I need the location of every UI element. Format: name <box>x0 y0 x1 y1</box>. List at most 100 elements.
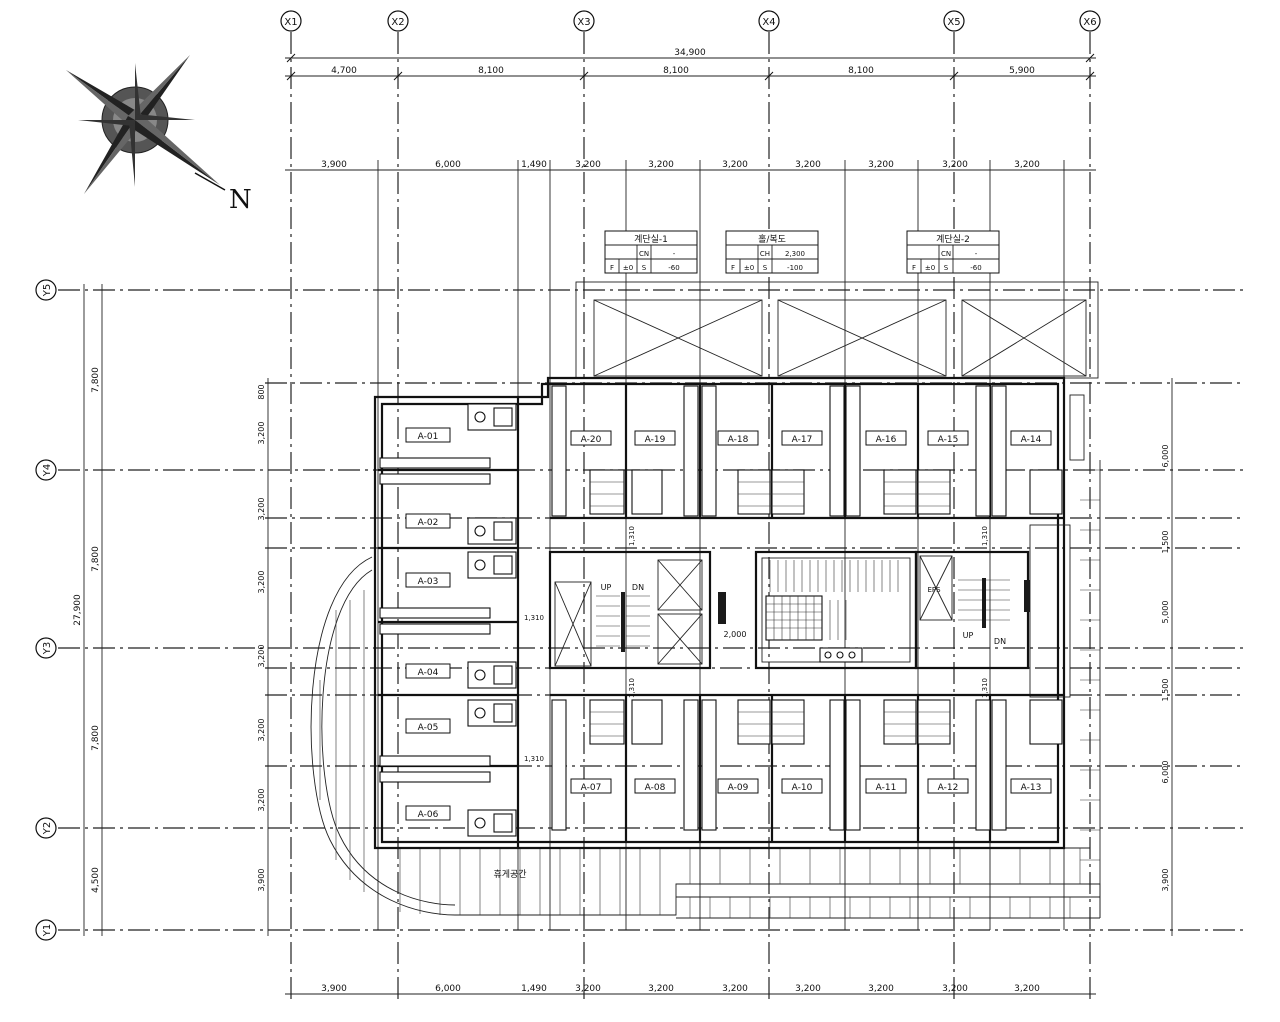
dim-left-inner: 800 <box>257 384 266 399</box>
dim-right-inner: 3,900 <box>1161 869 1170 892</box>
stair-up-label: UP <box>963 631 974 640</box>
dim-left-inner: 3,200 <box>257 571 266 594</box>
dim-left-inner: 3,200 <box>257 789 266 812</box>
dim-sub-bottom: 3,200 <box>722 984 748 994</box>
grid-bubble-x6: X6 <box>1079 10 1101 32</box>
dim-sub-bottom: 3,900 <box>321 984 347 994</box>
room-label: A-02 <box>418 518 439 528</box>
grid-lines-x <box>290 32 1091 1000</box>
terrace <box>310 460 1101 919</box>
room-label: A-15 <box>938 435 959 445</box>
svg-text:Y3: Y3 <box>42 642 53 655</box>
corridor-dim: 2,000 <box>724 630 747 639</box>
room-label: A-12 <box>938 783 959 793</box>
dim-left-inner: 3,200 <box>257 422 266 445</box>
svg-text:CN: CN <box>941 250 951 258</box>
room-label: A-07 <box>581 783 602 793</box>
dim-sub-top: 3,200 <box>942 160 968 170</box>
dim-sub-top: 3,200 <box>575 160 601 170</box>
room-label: A-10 <box>792 783 813 793</box>
dim-sub-bottom: 3,200 <box>942 984 968 994</box>
dim-overall-y: 27,900 <box>73 594 83 626</box>
schedule-box-2: 홀/복도 CH 2,300 F ±0 S -100 <box>725 230 819 274</box>
corridor-dim: 1,310 <box>628 678 636 698</box>
room-label: A-01 <box>418 432 439 442</box>
dim-sub-top: 6,000 <box>435 160 461 170</box>
dim-right-inner: 1,500 <box>1161 531 1170 554</box>
svg-text:X2: X2 <box>391 17 404 28</box>
dim-overall-x: 34,900 <box>674 48 706 58</box>
dim-sub-top: 1,490 <box>521 160 547 170</box>
schedule-box-1: 계단실-1 CN - F ±0 S -60 <box>604 230 698 274</box>
svg-text:-60: -60 <box>970 264 981 272</box>
dim-sub-bottom: 3,200 <box>575 984 601 994</box>
room-label: A-03 <box>418 577 439 587</box>
dim-left-inner: 3,900 <box>257 869 266 892</box>
room-label: A-17 <box>792 435 813 445</box>
dim-bay-y: 7,800 <box>91 546 101 572</box>
room-labels-left: A-01 A-02 A-03 A-04 A-05 A-06 <box>405 427 451 821</box>
terrace-label: 휴게공간 <box>493 869 526 880</box>
dim-left-inner: 3,200 <box>257 719 266 742</box>
svg-text:-100: -100 <box>787 264 803 272</box>
svg-text:-60: -60 <box>668 264 679 272</box>
bathroom-fixtures <box>379 385 1063 837</box>
top-dimensions <box>285 53 1096 171</box>
svg-text:X4: X4 <box>762 17 775 28</box>
room-label: A-14 <box>1021 435 1042 445</box>
room-label: A-18 <box>728 435 749 445</box>
north-label: N <box>229 185 252 215</box>
svg-text:CN: CN <box>639 250 649 258</box>
corridor-dim: 1,310 <box>981 526 989 546</box>
svg-text:Y1: Y1 <box>42 924 53 937</box>
svg-text:F: F <box>731 264 735 272</box>
grid-bubble-x3: X3 <box>573 10 595 32</box>
stair-dn-label: DN <box>632 583 644 592</box>
room-label: A-11 <box>876 783 897 793</box>
dim-bay-x: 5,900 <box>1009 66 1035 76</box>
grid-bubble-y5: Y5 <box>35 279 57 301</box>
dim-sub-bottom: 3,200 <box>648 984 674 994</box>
dim-right-inner: 6,000 <box>1161 445 1170 468</box>
grid-bubble-x5: X5 <box>943 10 965 32</box>
dim-left-inner: 3,200 <box>257 645 266 668</box>
room-labels-bottom: A-07 A-08 A-09 A-10 A-11 A-12 A-13 <box>570 778 1052 794</box>
svg-text:계단실-2: 계단실-2 <box>936 233 970 245</box>
room-label: A-08 <box>645 783 666 793</box>
dim-sub-bottom: 6,000 <box>435 984 461 994</box>
stair-up-label: UP <box>601 583 612 592</box>
svg-text:X3: X3 <box>577 17 590 28</box>
grid-bubble-y4: Y4 <box>35 459 57 481</box>
room-label: A-19 <box>645 435 666 445</box>
grid-bubble-x1: X1 <box>280 10 302 32</box>
stair-dn-label: DN <box>994 637 1006 646</box>
corridor-dim: 1,310 <box>981 678 989 698</box>
dim-sub-bottom: 3,200 <box>868 984 894 994</box>
dim-bay-y: 4,500 <box>91 867 101 893</box>
svg-text:-: - <box>673 250 676 258</box>
corridor-dim: 1,310 <box>524 614 544 622</box>
svg-text:Y2: Y2 <box>42 822 53 835</box>
svg-text:F: F <box>610 264 614 272</box>
stair-core-2 <box>914 550 1030 670</box>
corridor-dim: 1,310 <box>524 755 544 763</box>
dim-left-inner: 3,200 <box>257 498 266 521</box>
dim-sub-top: 3,900 <box>321 160 347 170</box>
svg-text:계단실-1: 계단실-1 <box>634 233 668 245</box>
grid-bubble-x4: X4 <box>758 10 780 32</box>
svg-text:X5: X5 <box>947 17 960 28</box>
svg-text:홀/복도: 홀/복도 <box>758 233 786 245</box>
grid-bubble-x2: X2 <box>387 10 409 32</box>
dim-sub-bottom: 3,200 <box>1014 984 1040 994</box>
dim-sub-top: 3,200 <box>722 160 748 170</box>
grid-lines-y <box>58 289 1245 931</box>
north-arrow-icon <box>66 55 226 194</box>
left-dimensions <box>83 284 269 936</box>
svg-text:X6: X6 <box>1083 17 1096 28</box>
svg-text:±0: ±0 <box>744 264 754 272</box>
dim-bay-y: 7,800 <box>91 367 101 393</box>
svg-text:2,300: 2,300 <box>785 250 805 258</box>
svg-text:±0: ±0 <box>925 264 935 272</box>
dim-bay-x: 8,100 <box>663 66 689 76</box>
